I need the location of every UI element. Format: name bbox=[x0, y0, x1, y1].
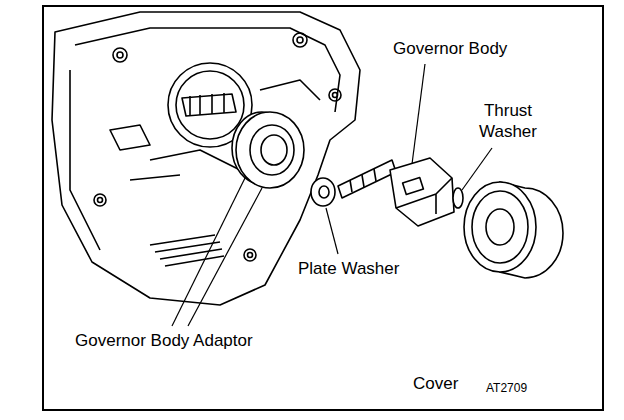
cover bbox=[464, 182, 563, 278]
plate-washer bbox=[311, 178, 335, 206]
thrust-washer bbox=[453, 188, 463, 208]
part-label: Cover bbox=[413, 373, 458, 394]
part-label: Thrust Washer bbox=[470, 100, 546, 142]
figure-code: AT2709 bbox=[486, 381, 527, 395]
leader-lines bbox=[172, 64, 492, 326]
governor-body bbox=[338, 158, 463, 226]
frame bbox=[43, 6, 603, 410]
part-label: Plate Washer bbox=[298, 258, 399, 279]
part-label: Governor Body Adaptor bbox=[75, 330, 253, 351]
part-label: Governor Body bbox=[393, 38, 507, 59]
governor-body-adaptor bbox=[232, 112, 304, 188]
